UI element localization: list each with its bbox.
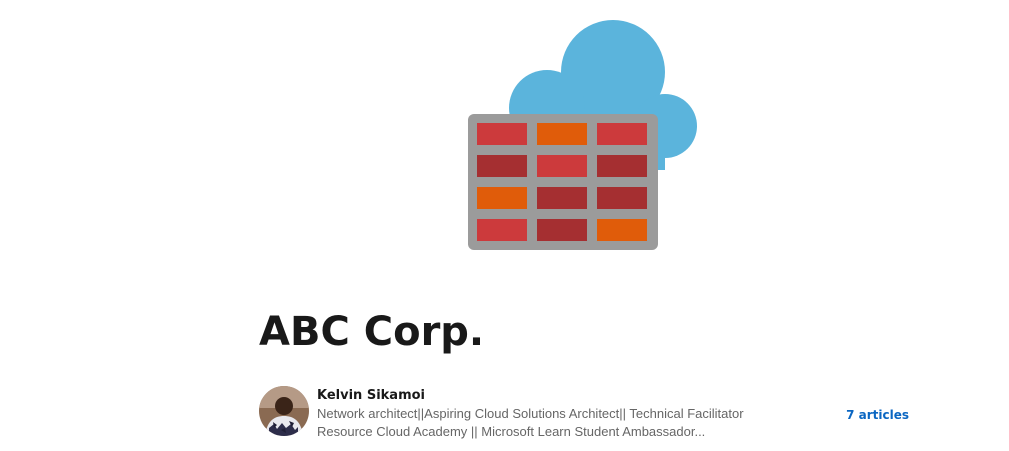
avatar[interactable] [259,386,309,436]
articles-count-link[interactable]: 7 articles [846,408,909,422]
cloud-firewall-icon [468,20,697,250]
author-photo-icon [259,386,309,436]
author-headline: Network architect||Aspiring Cloud Soluti… [317,406,744,439]
author-card: Kelvin Sikamoi Network architect||Aspiri… [259,383,919,439]
author-info: Kelvin Sikamoi Network architect||Aspiri… [317,387,797,441]
newsletter-title: ABC Corp. [259,309,485,355]
firewall-frame [468,114,658,250]
hero-image [455,10,715,260]
author-name[interactable]: Kelvin Sikamoi [317,388,425,403]
